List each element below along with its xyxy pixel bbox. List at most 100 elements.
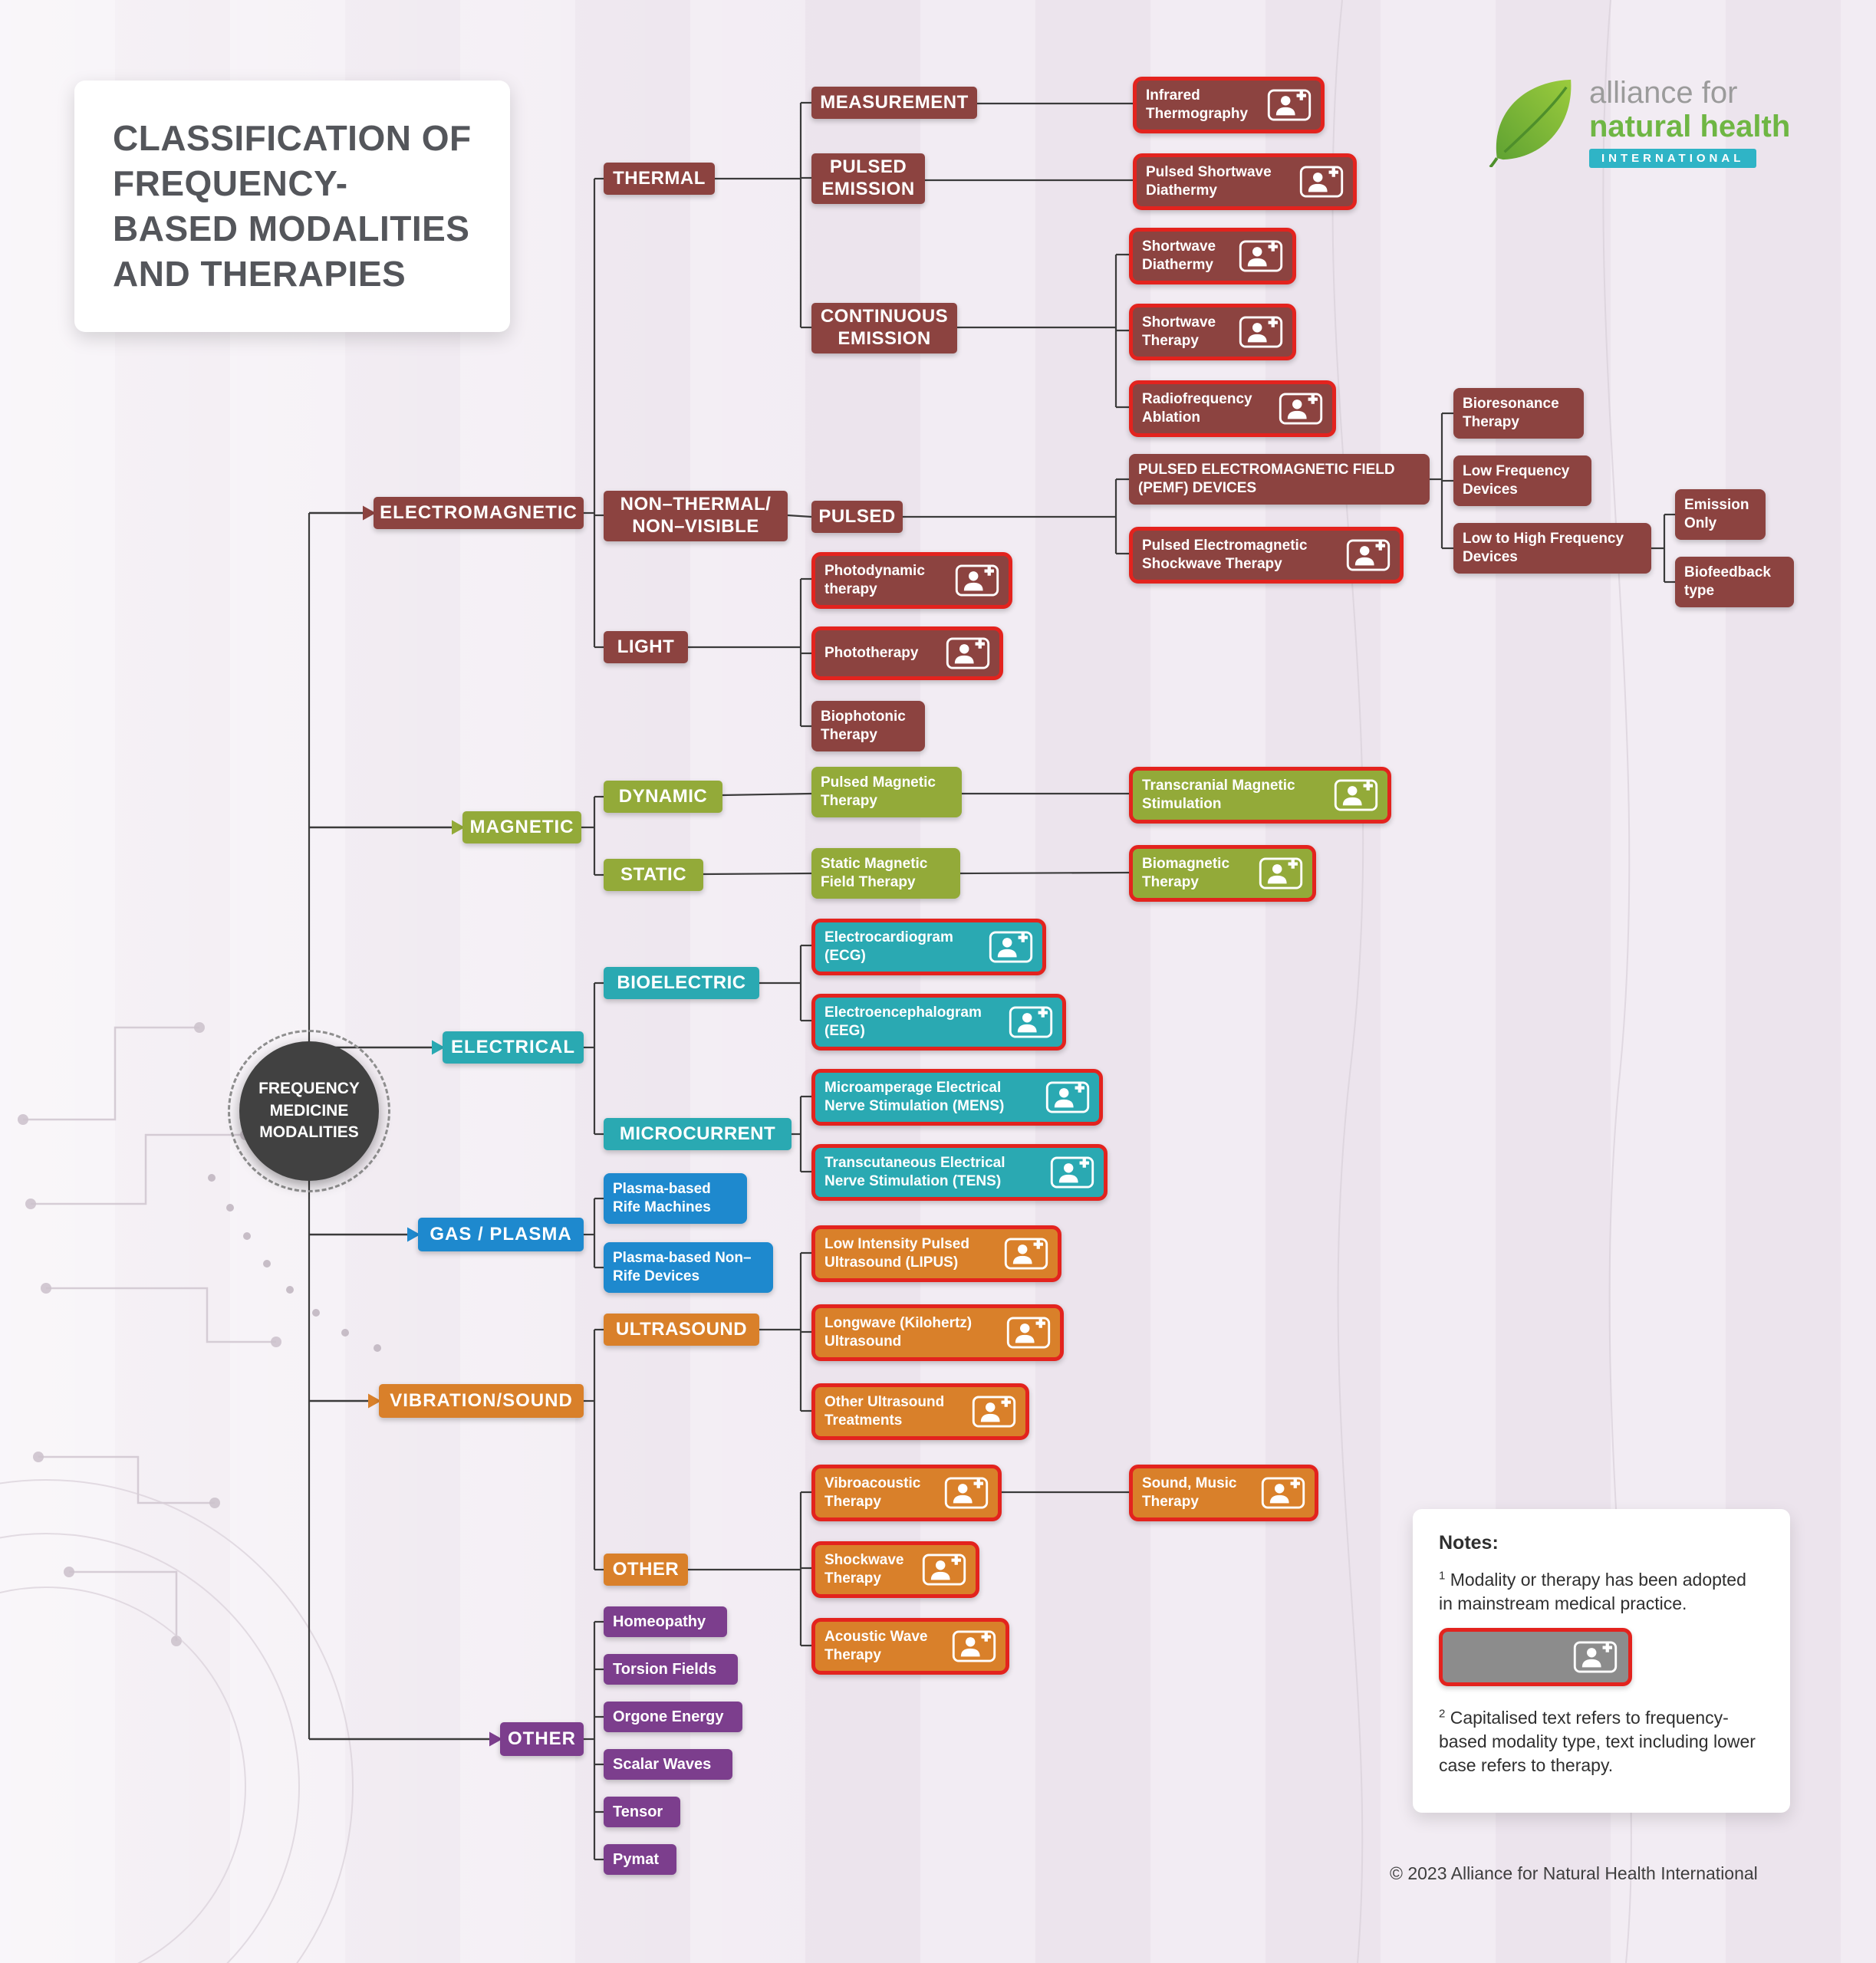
node-pemf-devices: PULSED ELECTROMAGNETIC FIELD (PEMF) DEVI… [1129,454,1430,505]
node-thermal: THERMAL [604,163,715,195]
medical-adoption-icon [989,931,1033,963]
node-label: Shockwave Therapy [824,1552,904,1587]
title-card: CLASSIFICATION OF FREQUENCY-BASED MODALI… [74,81,510,332]
node-label: MEASUREMENT [820,91,969,113]
node-label: Plasma-based Non–Rife Devices [613,1250,752,1284]
page-title: CLASSIFICATION OF FREQUENCY-BASED MODALI… [113,118,472,294]
node-electroencephalogram-eeg: Electroencephalogram (EEG) [811,994,1066,1051]
medical-adoption-icon [1334,779,1378,811]
copyright: © 2023 Alliance for Natural Health Inter… [1390,1863,1758,1883]
root-line: MEDICINE [269,1101,349,1120]
node-label: Bioresonance Therapy [1463,396,1559,430]
node-label: Biophotonic Therapy [821,709,906,743]
node-label: Biofeedback type [1684,564,1771,599]
root-node: FREQUENCY MEDICINE MODALITIES [239,1041,379,1181]
node-label: ELECTROMAGNETIC [380,502,578,523]
logo-text: alliance for natural health INTERNATIONA… [1589,76,1790,168]
note-2: 2 Capitalised text refers to frequency-b… [1439,1706,1764,1777]
medical-adoption-icon [955,564,999,597]
node-label: OTHER [612,1558,680,1580]
node-plasma-based-non-rife-devices: Plasma-based Non–Rife Devices [604,1242,773,1293]
node-label: Microamperage Electrical Nerve Stimulati… [824,1080,1005,1114]
root-line: FREQUENCY [258,1080,360,1098]
node-label: Plasma-based Rife Machines [613,1181,711,1215]
node-label: ELECTRICAL [451,1037,575,1057]
node-label: OTHER [508,1728,576,1749]
medical-adoption-icon [946,637,990,669]
node-label: DYNAMIC [618,785,708,807]
node-label: PULSED ELECTROMAGNETIC FIELD (PEMF) DEVI… [1138,462,1395,496]
node-label: BIOELECTRIC [617,972,746,993]
node-pulsed-magnetic-therapy: Pulsed Magnetic Therapy [811,767,962,817]
medical-adoption-icon [1279,393,1323,425]
node-label: Shortwave Diathermy [1142,238,1216,273]
node-infrared-thermography: Infrared Thermography [1133,77,1325,133]
node-biomagnetic-therapy: Biomagnetic Therapy [1129,845,1316,902]
node-label: MAGNETIC [469,817,574,837]
node-light: LIGHT [604,631,688,663]
node-label: Emission Only [1684,497,1749,531]
node-pulsed: PULSED [811,501,903,533]
node-label: STATIC [620,863,687,885]
logo-line-1: alliance for [1589,76,1738,110]
medical-adoption-icon [1299,166,1344,198]
node-label: CONTINUOUS EMISSION [820,306,949,349]
medical-adoption-icon [1267,89,1312,121]
anh-logo: alliance for natural health INTERNATIONA… [1486,74,1790,171]
node-label: NON–THERMAL/ NON–VISIBLE [620,494,772,537]
note-2-marker: 2 [1439,1707,1446,1721]
leaf-icon [1486,74,1577,171]
medical-adoption-icon [1239,316,1283,348]
node-microcurrent: MICROCURRENT [604,1118,792,1150]
medical-adoption-icon [952,1630,996,1662]
node-mens: Microamperage Electrical Nerve Stimulati… [811,1069,1103,1126]
medical-adoption-icon [972,1396,1016,1428]
node-dynamic: DYNAMIC [604,781,722,813]
node-label: Homeopathy [613,1613,706,1630]
node-label: Low Frequency Devices [1463,463,1570,498]
node-shortwave-diathermy: Shortwave Diathermy [1129,228,1296,284]
node-tens: Transcutaneous Electrical Nerve Stimulat… [811,1144,1107,1201]
node-shockwave-therapy: Shockwave Therapy [811,1541,979,1598]
node-label: Vibroacoustic Therapy [824,1475,921,1510]
node-electrical: ELECTRICAL [443,1031,584,1064]
medical-adoption-icon [1346,539,1391,571]
node-label: Radiofrequency Ablation [1142,391,1252,426]
node-label: Transcranial Magnetic Stimulation [1142,778,1295,812]
node-label: Tensor [613,1803,663,1820]
medical-adoption-icon [1045,1081,1090,1113]
node-label: ULTRASOUND [615,1318,748,1340]
node-label: Scalar Waves [613,1755,712,1773]
node-label: Phototherapy [824,645,919,662]
medical-adoption-icon [1261,1477,1305,1509]
node-low-frequency-devices: Low Frequency Devices [1453,455,1591,506]
node-electromagnetic: ELECTROMAGNETIC [374,497,584,529]
node-label: Sound, Music Therapy [1142,1475,1237,1510]
node-label: Orgone Energy [613,1708,724,1725]
node-radiofrequency-ablation: Radiofrequency Ablation [1129,380,1336,437]
node-static: STATIC [604,859,703,891]
node-gas-plasma: GAS / PLASMA [418,1218,584,1251]
medical-adoption-icon [944,1477,989,1509]
node-label: Low Intensity Pulsed Ultrasound (LIPUS) [824,1236,969,1271]
node-shortwave-therapy: Shortwave Therapy [1129,304,1296,360]
node-label: Other Ultrasound Treatments [824,1394,945,1429]
medical-adoption-icon [1259,857,1303,889]
node-pulsed-emission: PULSED EMISSION [811,153,925,204]
node-label: Longwave (Kilohertz) Ultrasound [824,1315,973,1350]
root-line: MODALITIES [259,1123,359,1142]
root-node-ring: FREQUENCY MEDICINE MODALITIES [228,1030,390,1192]
medical-adoption-icon [1009,1006,1053,1038]
node-emission-only: Emission Only [1675,489,1766,540]
node-low-to-high-frequency-devices: Low to High Frequency Devices [1453,523,1651,574]
notes-panel: Notes: 1 Modality or therapy has been ad… [1413,1509,1790,1813]
node-torsion-fields: Torsion Fields [604,1654,738,1685]
node-label: Pymat [613,1850,660,1868]
node-sound-music-therapy: Sound, Music Therapy [1129,1465,1318,1521]
node-label: Infrared Thermography [1146,87,1249,122]
node-tensor: Tensor [604,1797,680,1827]
node-label: Static Magnetic Field Therapy [821,856,928,890]
node-label: Pulsed Magnetic Therapy [821,774,936,809]
node-label: Electroencephalogram (EEG) [824,1005,982,1039]
node-label: Pulsed Shortwave Diathermy [1146,164,1272,199]
